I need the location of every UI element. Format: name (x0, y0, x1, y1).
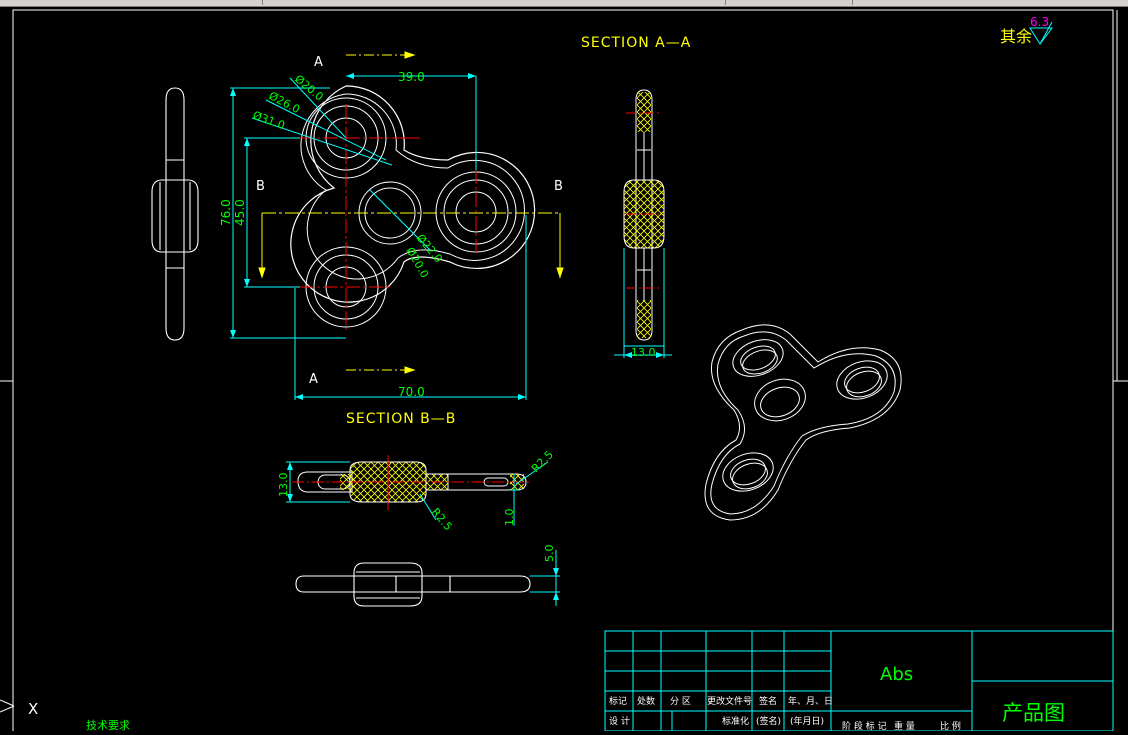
roughness-prefix: 其余 (1000, 27, 1032, 46)
cut-label: B (256, 179, 265, 194)
section-bb-title: SECTION B—B (346, 411, 456, 427)
dimension-1: 1.0 (503, 509, 516, 527)
bottom-side-view (295, 562, 531, 607)
tb-label: 重 量 (894, 720, 915, 731)
dimension-45: 45.0 (233, 199, 247, 226)
isometric-view (704, 324, 902, 521)
cut-label: B (554, 179, 563, 194)
tb-label: 比 例 (940, 720, 961, 731)
dimension-dia31: Ø31.0 (251, 109, 287, 133)
ucs-label: X (28, 700, 38, 718)
spinner-inner-outline (300, 93, 525, 280)
window-top-strip (0, 0, 1128, 7)
tb-label: 年、月、日 (788, 695, 833, 707)
dimension-dia26: Ø26.0 (267, 89, 302, 116)
toolbar-segment[interactable] (265, 0, 726, 5)
toolbar-segment[interactable] (0, 0, 263, 5)
drawing-name: 产品图 (1002, 701, 1065, 725)
tb-label: (年月日) (790, 715, 824, 727)
tech-requirements: 技术要求 (86, 719, 130, 731)
cad-drawing[interactable]: A A B B 39.0 70.0 76.0 45.0 Ø20.0 Ø26.0 … (0, 6, 1128, 735)
ucs-axis-icon (0, 699, 15, 713)
cut-label: A (309, 372, 318, 387)
tb-label: 标准化 (722, 715, 749, 727)
cut-label: A (314, 55, 323, 70)
tb-label: 签名 (759, 695, 777, 707)
hole-bore (455, 191, 497, 233)
section-aa-title: SECTION A—A (581, 35, 691, 51)
toolbar-segment[interactable] (730, 0, 853, 5)
tb-label: (签名) (756, 715, 781, 727)
drawing-canvas[interactable]: A A B B 39.0 70.0 76.0 45.0 Ø20.0 Ø26.0 … (0, 6, 1128, 735)
dimension-r25-bottom: R2.5 (429, 506, 455, 534)
dimension-13-front: 13.0 (277, 473, 290, 498)
drawing-border (12, 9, 1114, 735)
dimension-76: 76.0 (219, 199, 233, 226)
main-view (230, 51, 564, 400)
tb-label: 阶 段 标 记 (842, 720, 887, 731)
tb-label: 处数 (637, 695, 655, 707)
dimension-70: 70.0 (398, 385, 425, 399)
dimension-r25-top: R2.5 (529, 448, 556, 475)
tb-label: 分 区 (670, 696, 691, 707)
left-side-view (151, 87, 199, 341)
section-bb-view (286, 455, 549, 526)
tb-label: 标记 (609, 695, 627, 707)
roughness-value: 6.3 (1030, 15, 1049, 29)
tb-label: 更改文件号 (707, 695, 752, 707)
dimension-5: 5.0 (543, 545, 556, 563)
dimension-39: 39.0 (398, 70, 425, 84)
roughness-symbol (1029, 27, 1053, 45)
tb-label: 设 计 (609, 715, 630, 727)
spinner-outline (290, 85, 536, 303)
material-name: Abs (880, 664, 913, 685)
dimension-13-side: 13.0 (631, 346, 656, 359)
section-aa-view (614, 89, 672, 358)
